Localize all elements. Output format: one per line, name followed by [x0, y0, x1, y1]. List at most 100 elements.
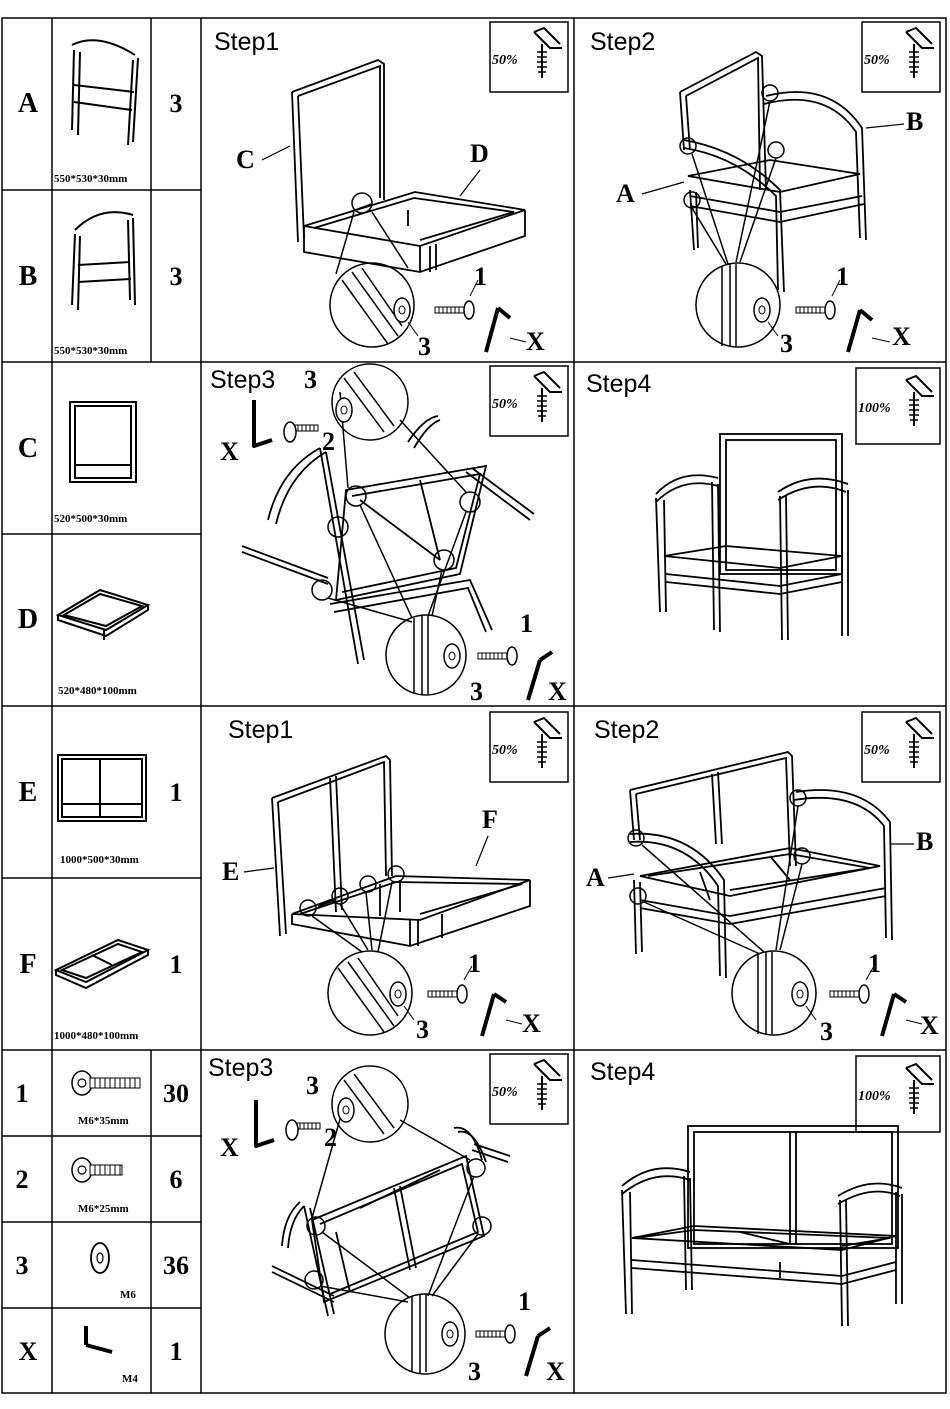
tighten-box: 50% [862, 712, 940, 782]
tighten-box: 100% [856, 1056, 940, 1132]
part-F-icon [56, 940, 148, 988]
step-label: Step2 [590, 28, 655, 56]
callout: 1 [468, 949, 481, 978]
hardware-qty: 36 [163, 1251, 189, 1280]
hardware-row-3: 3 M6 36 [16, 1243, 190, 1301]
fastener-detail [254, 398, 552, 700]
bolt-icon [72, 1158, 122, 1182]
tighten-percent: 50% [864, 743, 890, 758]
hex-key-icon [86, 1326, 112, 1352]
step-label: Step1 [214, 28, 279, 56]
callout: 3 [304, 365, 317, 394]
callout: 1 [474, 262, 487, 291]
finished-loveseat-drawing [622, 1126, 902, 1326]
part-row-D: D 520*480*100mm [18, 590, 148, 697]
tighten-box: 50% [490, 22, 568, 92]
callout: 3 [418, 332, 431, 361]
part-qty: 3 [170, 262, 183, 291]
callout: X [220, 1133, 239, 1162]
tighten-box: 50% [490, 712, 568, 782]
part-row-A: A 550*530*30mm 3 [18, 40, 183, 185]
callout: E [222, 857, 239, 886]
callout: 3 [306, 1071, 319, 1100]
washer-icon [91, 1243, 109, 1273]
tighten-percent: 50% [864, 53, 890, 68]
part-row-C: C 520*500*30mm [18, 402, 136, 525]
step-label: Step1 [228, 716, 293, 744]
hardware-id: X [19, 1337, 38, 1366]
step-label: Step4 [590, 1058, 655, 1086]
tighten-percent: 50% [492, 53, 518, 68]
chair-step-4: Step4 100% [586, 368, 940, 640]
callout: 2 [322, 427, 335, 456]
step-label: Step3 [208, 1054, 273, 1082]
detail-circle [305, 1066, 491, 1374]
callout: X [920, 1011, 939, 1040]
tighten-box: 50% [490, 1054, 568, 1124]
part-E-icon [58, 755, 146, 821]
callout: X [892, 322, 911, 351]
callout: X [220, 437, 239, 466]
part-dims: 520*480*100mm [58, 685, 137, 697]
hardware-qty: 6 [170, 1165, 183, 1194]
tighten-box: 50% [490, 366, 568, 436]
part-D-icon [58, 590, 148, 640]
part-row-B: B 550*530*30mm 3 [19, 212, 183, 357]
part-row-E: E 1000*500*30mm 1 [19, 755, 183, 866]
callout: D [470, 139, 489, 168]
loveseat-step-2: Step2 50% [586, 712, 940, 1046]
part-row-F: F 1000*480*100mm 1 [19, 940, 182, 1042]
part-dims: 1000*500*30mm [60, 854, 139, 866]
callout: 3 [416, 1015, 429, 1044]
hardware-spec: M6*25mm [78, 1203, 129, 1215]
step-label: Step2 [594, 716, 659, 744]
part-qty: 3 [170, 89, 183, 118]
part-dims: 520*500*30mm [54, 513, 127, 525]
chair-step-2: Step2 50% [590, 22, 940, 358]
part-dims: 550*530*30mm [54, 173, 127, 185]
step-label: Step3 [210, 366, 275, 394]
hardware-spec: M6*35mm [78, 1115, 129, 1127]
hardware-row-X: X M4 1 [19, 1326, 183, 1385]
fastener-detail [754, 280, 890, 352]
part-dims: 1000*480*100mm [54, 1030, 138, 1042]
callout: B [906, 107, 923, 136]
loveseat-step-4: Step4 100% [590, 1056, 940, 1326]
tighten-percent: 100% [858, 1089, 891, 1104]
loveseat-back-seat-drawing [272, 756, 530, 946]
part-C-icon [70, 402, 136, 482]
callout: B [916, 827, 933, 856]
hardware-id: 2 [16, 1165, 29, 1194]
chair-step-3: Step3 50% [210, 364, 568, 706]
tighten-percent: 50% [492, 1085, 518, 1100]
hardware-qty: 1 [170, 1337, 183, 1366]
part-letter: B [19, 261, 38, 292]
callout: 1 [868, 949, 881, 978]
part-letter: A [18, 88, 39, 119]
tighten-percent: 100% [858, 401, 891, 416]
part-qty: 1 [170, 778, 183, 807]
callout: X [522, 1009, 541, 1038]
hardware-qty: 30 [163, 1079, 189, 1108]
part-letter: D [18, 604, 38, 635]
tighten-box: 100% [856, 368, 940, 444]
callout: 3 [470, 677, 483, 706]
fastener-detail [390, 966, 522, 1036]
callout: 1 [518, 1287, 531, 1316]
bolt-icon [72, 1071, 140, 1095]
tighten-box: 50% [862, 22, 940, 92]
callout: F [482, 805, 498, 834]
callout: X [546, 1357, 565, 1386]
callout: C [236, 145, 255, 174]
loveseat-step-3: Step3 50% [208, 1054, 568, 1386]
part-letter: E [19, 777, 38, 808]
callout: 1 [836, 262, 849, 291]
tighten-percent: 50% [492, 743, 518, 758]
fastener-detail [394, 280, 526, 352]
callout: 2 [324, 1123, 337, 1152]
step-label: Step4 [586, 370, 651, 398]
chair-step-1: Step1 50% [214, 22, 568, 361]
callout: X [526, 327, 545, 356]
hardware-spec: M6 [120, 1289, 136, 1301]
